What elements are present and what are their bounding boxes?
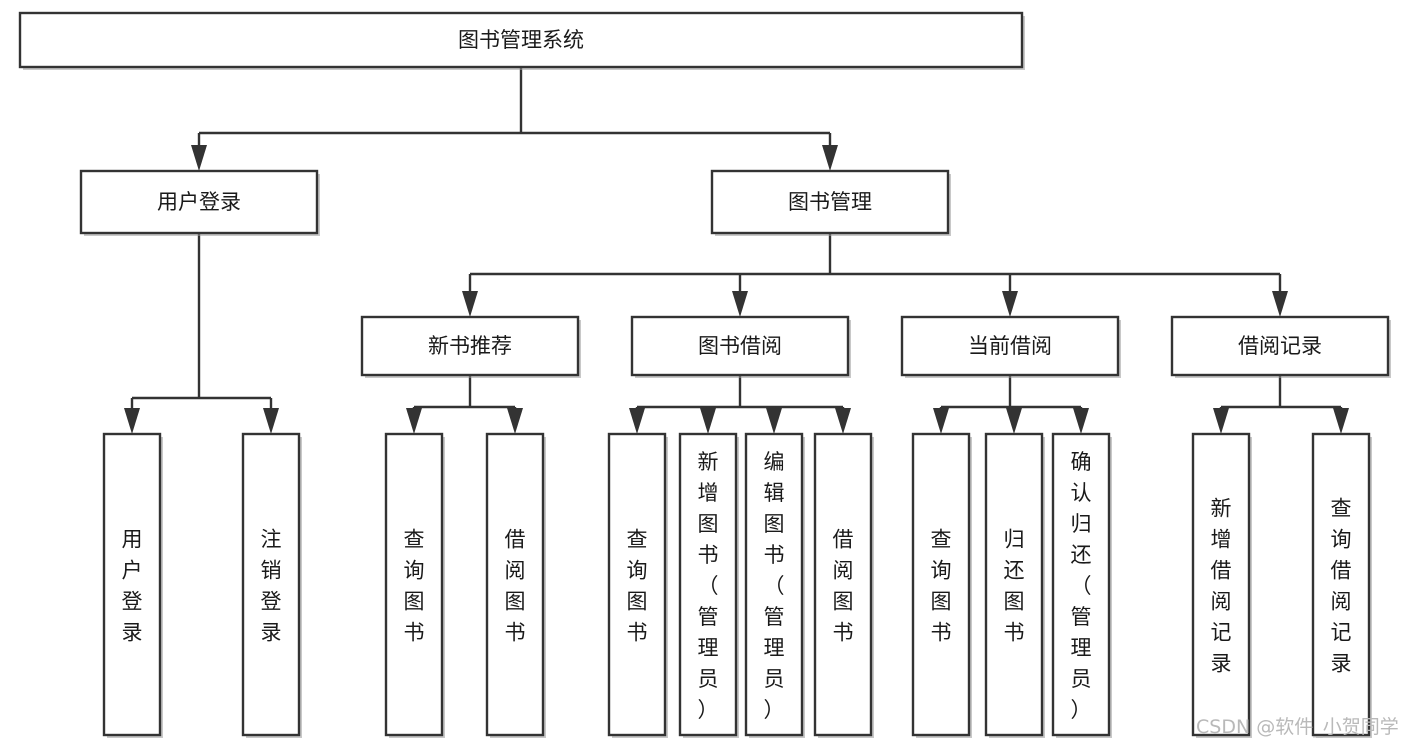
- node-root[interactable]: 图书管理系统: [18, 11, 1025, 70]
- node-user-login[interactable]: 用户登录: [79, 169, 320, 236]
- arrow-head-icon: [1006, 408, 1022, 434]
- node-label-leaf-return-book: 归还图书: [1004, 528, 1025, 645]
- node-box-current-borrow[interactable]: [900, 315, 1120, 377]
- node-leaf-confirm-return[interactable]: 确认归还（管理员）: [1051, 432, 1112, 738]
- connector-group-root: [191, 67, 838, 171]
- node-label-leaf-borrow-book-1: 借阅图书: [505, 528, 526, 645]
- node-box-user-login[interactable]: [79, 169, 319, 235]
- node-label-root: 图书管理系统: [458, 28, 584, 52]
- arrow-head-icon: [507, 408, 523, 434]
- connector-group-borrow-record: [1213, 375, 1349, 434]
- node-book-manage[interactable]: 图书管理: [710, 169, 951, 236]
- node-box-leaf-edit-book[interactable]: [744, 432, 804, 737]
- node-box-leaf-confirm-return[interactable]: [1051, 432, 1111, 737]
- node-label-leaf-edit-book: 编辑图书（管理员）: [764, 450, 785, 722]
- node-box-new-book-recommend[interactable]: [360, 315, 580, 377]
- connector-layer: [124, 67, 1349, 434]
- arrow-head-icon: [629, 408, 645, 434]
- node-label-book-manage: 图书管理: [788, 190, 872, 214]
- node-box-leaf-query-book-3[interactable]: [911, 432, 971, 737]
- arrow-head-icon: [835, 408, 851, 434]
- arrow-head-icon: [1333, 408, 1349, 434]
- node-leaf-query-book-1[interactable]: 查询图书: [384, 432, 445, 738]
- node-box-leaf-borrow-book-2[interactable]: [813, 432, 873, 737]
- node-leaf-borrow-book-1[interactable]: 借阅图书: [485, 432, 546, 738]
- csdn-watermark: CSDN @软件_小贺同学: [1196, 716, 1399, 738]
- node-box-leaf-user-login[interactable]: [102, 432, 162, 737]
- node-label-leaf-add-book: 新增图书（管理员）: [698, 450, 719, 722]
- connector-group-user-login: [124, 233, 279, 434]
- arrow-head-icon: [933, 408, 949, 434]
- arrow-head-icon: [263, 408, 279, 434]
- node-label-leaf-user-login: 用户登录: [122, 528, 143, 645]
- node-leaf-borrow-book-2[interactable]: 借阅图书: [813, 432, 874, 738]
- node-box-leaf-return-book[interactable]: [984, 432, 1044, 737]
- node-box-leaf-borrow-book-1[interactable]: [485, 432, 545, 737]
- node-label-user-login: 用户登录: [157, 190, 241, 214]
- node-box-leaf-add-record[interactable]: [1191, 432, 1251, 737]
- node-new-book-recommend[interactable]: 新书推荐: [360, 315, 581, 378]
- node-box-root[interactable]: [18, 11, 1024, 69]
- arrow-head-icon: [1073, 408, 1089, 434]
- node-box-leaf-query-book-2[interactable]: [607, 432, 667, 737]
- node-leaf-query-record[interactable]: 查询借阅记录: [1311, 432, 1372, 738]
- arrow-head-icon: [124, 408, 140, 434]
- node-label-borrow-record: 借阅记录: [1238, 334, 1322, 358]
- node-label-new-book-recommend: 新书推荐: [428, 334, 512, 358]
- node-label-leaf-query-book-2: 查询图书: [627, 528, 648, 645]
- node-label-leaf-query-book-3: 查询图书: [931, 528, 952, 645]
- node-book-borrow[interactable]: 图书借阅: [630, 315, 851, 378]
- node-leaf-edit-book[interactable]: 编辑图书（管理员）: [744, 432, 805, 738]
- node-box-leaf-logout[interactable]: [241, 432, 301, 737]
- connector-group-new-book-recommend: [406, 375, 523, 434]
- node-label-leaf-add-record: 新增借阅记录: [1211, 497, 1232, 676]
- node-leaf-add-record[interactable]: 新增借阅记录: [1191, 432, 1252, 738]
- node-leaf-logout[interactable]: 注销登录: [241, 432, 302, 738]
- connector-group-current-borrow: [933, 375, 1089, 434]
- node-label-leaf-query-book-1: 查询图书: [404, 528, 425, 645]
- node-label-leaf-borrow-book-2: 借阅图书: [833, 528, 854, 645]
- node-box-borrow-record[interactable]: [1170, 315, 1390, 377]
- node-layer: 图书管理系统用户登录图书管理新书推荐图书借阅当前借阅借阅记录用户登录注销登录查询…: [18, 11, 1391, 738]
- node-box-leaf-query-record[interactable]: [1311, 432, 1371, 737]
- arrow-head-icon: [732, 291, 748, 317]
- connector-group-book-manage: [462, 233, 1288, 317]
- arrow-head-icon: [1213, 408, 1229, 434]
- node-leaf-user-login[interactable]: 用户登录: [102, 432, 163, 738]
- node-box-book-manage[interactable]: [710, 169, 950, 235]
- arrow-head-icon: [191, 145, 207, 171]
- arrow-head-icon: [462, 291, 478, 317]
- node-leaf-add-book[interactable]: 新增图书（管理员）: [678, 432, 739, 738]
- node-label-leaf-query-record: 查询借阅记录: [1331, 497, 1352, 676]
- node-leaf-query-book-2[interactable]: 查询图书: [607, 432, 668, 738]
- node-current-borrow[interactable]: 当前借阅: [900, 315, 1121, 378]
- node-box-book-borrow[interactable]: [630, 315, 850, 377]
- arrow-head-icon: [406, 408, 422, 434]
- node-box-leaf-add-book[interactable]: [678, 432, 738, 737]
- node-box-leaf-query-book-1[interactable]: [384, 432, 444, 737]
- arrow-head-icon: [822, 145, 838, 171]
- node-borrow-record[interactable]: 借阅记录: [1170, 315, 1391, 378]
- arrow-head-icon: [766, 408, 782, 434]
- arrow-head-icon: [1272, 291, 1288, 317]
- arrow-head-icon: [1002, 291, 1018, 317]
- arrow-head-icon: [700, 408, 716, 434]
- connector-group-book-borrow: [629, 375, 851, 434]
- node-label-leaf-confirm-return: 确认归还（管理员）: [1071, 450, 1092, 722]
- node-leaf-query-book-3[interactable]: 查询图书: [911, 432, 972, 738]
- node-label-leaf-logout: 注销登录: [261, 528, 282, 645]
- node-label-current-borrow: 当前借阅: [968, 334, 1052, 358]
- node-label-book-borrow: 图书借阅: [698, 334, 782, 358]
- node-leaf-return-book[interactable]: 归还图书: [984, 432, 1045, 738]
